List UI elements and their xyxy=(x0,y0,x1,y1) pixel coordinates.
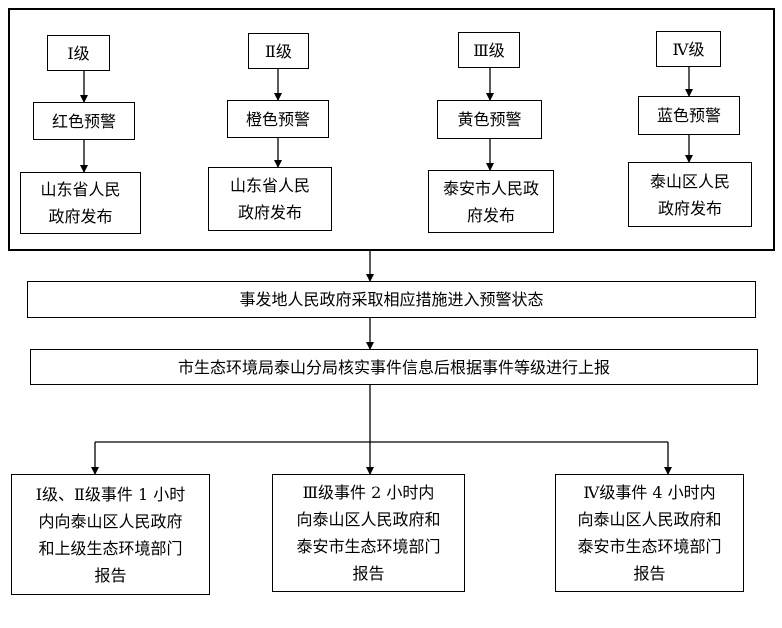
warning-label-4: 蓝色预警 xyxy=(656,106,721,125)
warning-box-1: 红色预警 xyxy=(33,102,135,140)
warning-label-3: 黄色预警 xyxy=(457,110,522,129)
level-label-3: Ⅲ级 xyxy=(473,40,505,60)
warning-box-3: 黄色预警 xyxy=(437,100,542,139)
issuer-box-4: 泰山区人民政府发布 xyxy=(628,162,752,227)
step-label-2: 市生态环境局泰山分局核实事件信息后根据事件等级进行上报 xyxy=(177,357,610,377)
issuer-label-2: 山东省人民政府发布 xyxy=(229,176,310,222)
level-label-4: Ⅳ级 xyxy=(672,39,705,59)
report-label-1: Ⅰ级、Ⅱ级事件 1 小时内向泰山区人民政府和上级生态环境部门报告 xyxy=(35,484,186,585)
warning-levels-frame xyxy=(8,8,775,251)
issuer-label-1: 山东省人民政府发布 xyxy=(40,180,121,226)
step-box-1: 事发地人民政府采取相应措施进入预警状态 xyxy=(27,281,756,318)
issuer-box-3: 泰安市人民政府发布 xyxy=(428,170,554,233)
issuer-box-2: 山东省人民政府发布 xyxy=(208,167,332,231)
issuer-label-3: 泰安市人民政府发布 xyxy=(443,178,540,225)
report-box-3: Ⅳ级事件 4 小时内向泰山区人民政府和泰安市生态环境部门报告 xyxy=(555,474,744,592)
step-label-1: 事发地人民政府采取相应措施进入预警状态 xyxy=(239,290,544,309)
level-label-1: Ⅰ级 xyxy=(67,43,90,63)
level-label-2: Ⅱ级 xyxy=(265,41,292,61)
report-label-2: Ⅲ级事件 2 小时内向泰山区人民政府和泰安市生态环境部门报告 xyxy=(296,483,441,583)
warning-label-2: 橙色预警 xyxy=(245,109,310,129)
step-box-2: 市生态环境局泰山分局核实事件信息后根据事件等级进行上报 xyxy=(30,349,758,385)
issuer-label-4: 泰山区人民政府发布 xyxy=(649,171,730,218)
level-box-3: Ⅲ级 xyxy=(458,32,520,68)
warning-box-4: 蓝色预警 xyxy=(638,96,740,135)
report-box-1: Ⅰ级、Ⅱ级事件 1 小时内向泰山区人民政府和上级生态环境部门报告 xyxy=(11,474,210,595)
level-box-4: Ⅳ级 xyxy=(656,31,721,67)
warning-label-1: 红色预警 xyxy=(51,111,116,131)
level-box-2: Ⅱ级 xyxy=(248,33,309,69)
report-box-2: Ⅲ级事件 2 小时内向泰山区人民政府和泰安市生态环境部门报告 xyxy=(272,474,465,592)
report-label-3: Ⅳ级事件 4 小时内向泰山区人民政府和泰安市生态环境部门报告 xyxy=(577,483,722,583)
level-box-1: Ⅰ级 xyxy=(47,35,110,71)
